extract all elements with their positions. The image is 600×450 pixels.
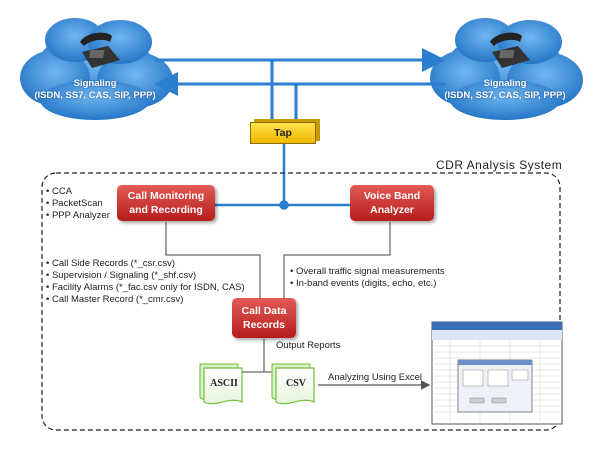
ascii-document (199, 363, 243, 405)
phone-icon (80, 32, 120, 68)
measurement-list: • Overall traffic signal measurements • … (290, 266, 445, 290)
list-item: • Overall traffic signal measurements (290, 266, 445, 277)
voice-band-box: Voice Band Analyzer (350, 185, 434, 221)
list-item: • CCA (46, 186, 73, 197)
signal-lines (154, 48, 446, 120)
csv-label: CSV (285, 378, 306, 389)
analyzing-label: Analyzing Using Excel (328, 372, 422, 383)
record-list: • Call Side Records (*_csr.csv) • Superv… (46, 258, 245, 306)
left-cloud-label: Signaling (ISDN, SS7, CAS, SIP, PPP) (30, 78, 160, 102)
list-item: • Supervision / Signaling (*_shf.csv) (46, 270, 197, 281)
right-cloud-title: Signaling (483, 78, 527, 89)
output-reports-label: Output Reports (276, 340, 341, 351)
excel-screenshot (431, 321, 563, 425)
ascii-label: ASCII (210, 378, 238, 389)
call-data-records-box: Call Data Records (232, 298, 296, 338)
phone-icon (490, 32, 530, 68)
right-cloud-label: Signaling (ISDN, SS7, CAS, SIP, PPP) (440, 78, 570, 102)
list-item: • Facility Alarms (*_fac.csv only for IS… (46, 282, 245, 293)
left-cloud (20, 18, 173, 120)
csv-document (271, 363, 315, 405)
list-item: • In-band events (digits, echo, etc.) (290, 278, 437, 289)
left-cloud-subtitle: (ISDN, SS7, CAS, SIP, PPP) (34, 90, 156, 101)
list-item: • Call Master Record (*_cmr.csv) (46, 294, 184, 305)
list-item: • Call Side Records (*_csr.csv) (46, 258, 175, 269)
call-monitoring-box: Call Monitoring and Recording (117, 185, 215, 221)
system-boundary (41, 172, 561, 431)
tool-list: • CCA • PacketScan • PPP Analyzer (46, 186, 110, 222)
right-cloud-subtitle: (ISDN, SS7, CAS, SIP, PPP) (444, 90, 566, 101)
list-item: • PPP Analyzer (46, 210, 110, 221)
list-item: • PacketScan (46, 198, 103, 209)
tap-label: Tap (274, 127, 292, 139)
left-cloud-title: Signaling (73, 78, 117, 89)
system-title: CDR Analysis System (436, 158, 563, 172)
tap-box: Tap (250, 122, 316, 144)
tap-lines (215, 141, 350, 210)
